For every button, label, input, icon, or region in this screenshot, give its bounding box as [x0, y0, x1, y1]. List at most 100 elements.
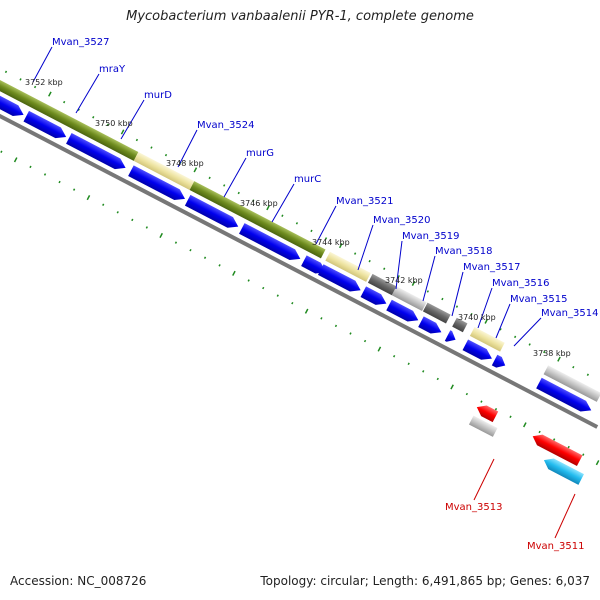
ruler-tick: [334, 324, 338, 328]
ruler-tick: [159, 232, 163, 239]
ruler-tick: [131, 218, 134, 222]
ruler-tick: [383, 267, 386, 270]
ruler-tick: [189, 248, 192, 252]
ruler-tick: [582, 453, 585, 456]
cds-arrow[interactable]: [444, 330, 459, 345]
cds-arrow[interactable]: [128, 165, 188, 204]
ruler-tick: [43, 173, 47, 176]
cog-segment: [391, 286, 427, 311]
leader-line: [357, 224, 374, 271]
cog-segment: [468, 415, 498, 437]
ruler-tick: [411, 280, 416, 287]
ruler-ticks-outer: [4, 70, 589, 376]
ruler-tick: [324, 237, 328, 240]
label-leaders: [32, 46, 576, 539]
cds-arrow[interactable]: [317, 264, 363, 295]
ruler-tick: [470, 312, 473, 316]
ruler-tick: [252, 199, 255, 202]
ruler-tick: [499, 328, 502, 331]
gene-label[interactable]: murC: [294, 174, 321, 185]
ruler-tick: [514, 335, 517, 339]
ruler-tick: [145, 226, 148, 229]
gene-label[interactable]: Mvan_3511: [527, 541, 584, 552]
ruler-ticks-inner: [0, 150, 600, 466]
ruler-tick: [13, 157, 18, 163]
forward-cds-track: [0, 83, 594, 416]
gene-label[interactable]: Mvan_3524: [197, 120, 254, 131]
ruler-tick: [553, 438, 556, 441]
cog-band: [0, 70, 600, 402]
ruler-tick: [567, 445, 570, 449]
cds-arrow-reverse[interactable]: [530, 431, 583, 467]
cds-arrow[interactable]: [418, 316, 444, 337]
ruler-tick: [397, 275, 400, 278]
leader-line: [451, 271, 464, 317]
ruler-tick: [543, 350, 546, 354]
gene-label[interactable]: murG: [246, 148, 274, 159]
cds-arrow[interactable]: [0, 83, 26, 120]
cds-arrow[interactable]: [462, 339, 495, 363]
ruler-tick: [450, 384, 454, 390]
ruler-tick: [484, 318, 489, 324]
leader-line: [120, 99, 145, 140]
cog-segment: [422, 302, 451, 324]
gene-label[interactable]: Mvan_3518: [435, 246, 492, 257]
ruler-label: 3744 kbp: [312, 238, 350, 247]
ruler-tick: [338, 243, 343, 249]
ruler-tick: [436, 377, 439, 381]
gene-label[interactable]: Mvan_3513: [445, 502, 502, 513]
cds-arrow-reverse[interactable]: [541, 455, 584, 485]
ruler-tick: [422, 370, 425, 373]
ruler-tick: [494, 407, 498, 411]
cds-arrow[interactable]: [491, 354, 508, 371]
gene-label[interactable]: Mvan_3527: [52, 37, 109, 48]
leader-line: [554, 493, 576, 539]
gene-label[interactable]: mraY: [99, 64, 126, 75]
ruler-tick: [509, 415, 512, 419]
gene-label[interactable]: Mvan_3519: [402, 231, 459, 242]
ruler-tick: [595, 460, 600, 466]
ruler-tick: [203, 256, 207, 259]
cog-segment: [543, 365, 600, 402]
cog-segment: [469, 327, 505, 352]
cds-arrow[interactable]: [239, 223, 303, 264]
ruler-tick: [480, 400, 483, 403]
leader-line: [177, 129, 198, 168]
ruler-tick: [262, 286, 265, 290]
leader-line: [477, 287, 493, 329]
gene-label[interactable]: murD: [144, 90, 172, 101]
ruler-tick: [218, 264, 221, 267]
cog-segment: [133, 152, 195, 190]
ruler-tick: [523, 422, 527, 428]
ruler-tick: [86, 195, 91, 201]
ruler-tick: [441, 297, 444, 301]
gene-label[interactable]: Mvan_3514: [541, 308, 598, 319]
ruler-tick: [247, 279, 250, 282]
cds-arrow[interactable]: [66, 133, 128, 173]
leader-line: [495, 303, 511, 339]
forward-gene-labels: Mvan_3527 mraY murD Mvan_3524 murG murC …: [52, 37, 598, 319]
ruler-tick: [291, 301, 294, 305]
cds-arrow[interactable]: [386, 299, 421, 326]
gene-label[interactable]: Mvan_3520: [373, 215, 430, 226]
cds-arrow[interactable]: [301, 255, 329, 277]
ruler-tick: [353, 252, 357, 255]
leader-line: [271, 183, 295, 223]
ruler-tick: [304, 308, 309, 314]
cds-arrow[interactable]: [184, 194, 241, 232]
cds-arrow[interactable]: [23, 110, 68, 142]
gene-label[interactable]: Mvan_3521: [336, 196, 393, 207]
gene-label[interactable]: Mvan_3516: [492, 278, 549, 289]
ruler-tick: [377, 346, 382, 352]
ruler-tick: [393, 354, 396, 358]
leader-line: [513, 317, 542, 347]
cds-arrow[interactable]: [536, 377, 594, 416]
leader-line: [75, 73, 100, 114]
cds-arrow-reverse[interactable]: [474, 402, 499, 423]
ruler-tick: [29, 165, 32, 169]
cds-arrow[interactable]: [360, 286, 390, 309]
gene-label[interactable]: Mvan_3517: [463, 262, 520, 273]
map-title: Mycobacterium vanbaalenii PYR-1, complet…: [126, 9, 474, 24]
gene-label[interactable]: Mvan_3515: [510, 294, 567, 305]
